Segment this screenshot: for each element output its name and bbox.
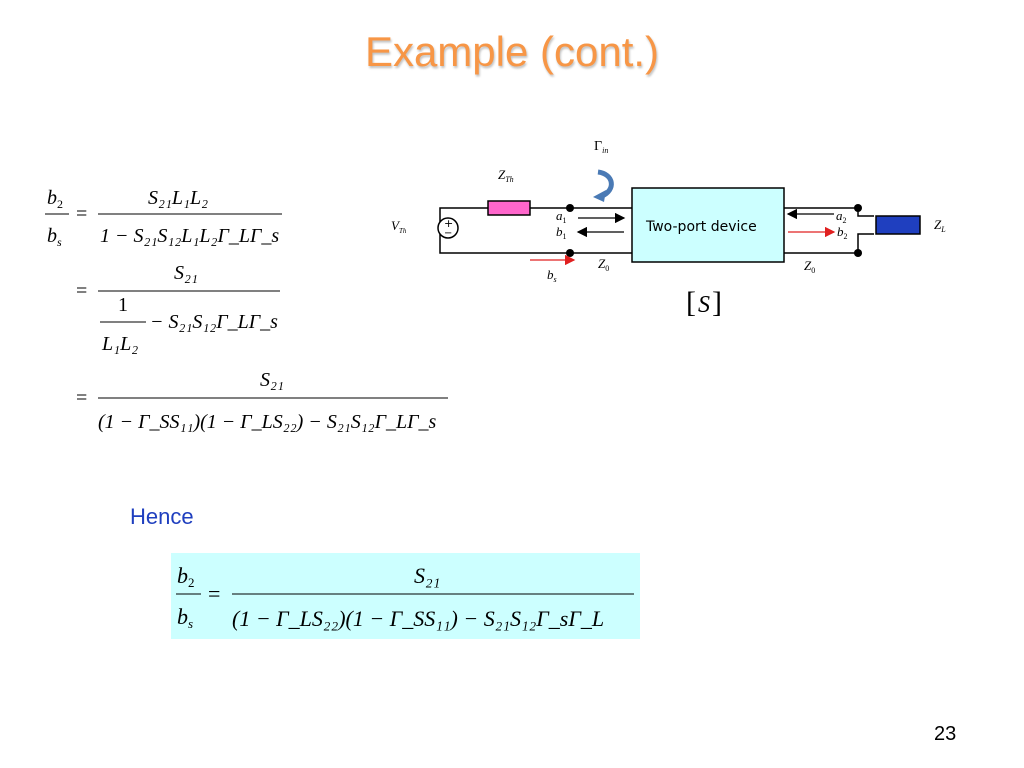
gamma-in-label: Γin	[594, 139, 608, 155]
a1-label: a1	[556, 208, 567, 225]
eq3-numerator: S₂₁	[260, 369, 284, 391]
eq2-denominator-rest: − S₂₁S₁₂Γ_LΓ_s	[150, 311, 278, 333]
eq3-equals: =	[76, 387, 87, 409]
eq1-denominator: 1 − S₂₁S₁₂L₁L₂Γ_LΓ_s	[100, 225, 279, 247]
slide-title: Example (cont.)	[364, 28, 660, 75]
b1-label: b1	[556, 224, 567, 241]
b2-label: b2	[837, 224, 848, 241]
s-matrix-label: [S]	[686, 286, 722, 319]
two-port-device-box	[631, 187, 785, 263]
port1-terminal-top	[566, 204, 574, 212]
hence-label: Hence	[130, 504, 194, 529]
eq2-inner-num: 1	[118, 294, 128, 316]
eq2-numerator: S₂₁	[174, 262, 198, 284]
load-impedance-resistor	[875, 215, 921, 235]
a2-label: a2	[836, 208, 847, 225]
result-lhs-den: bs	[177, 604, 193, 631]
source-impedance-resistor	[487, 200, 531, 216]
two-port-device-label: Two-port device	[645, 219, 757, 235]
voltage-source-icon	[437, 217, 459, 239]
z-l-label: ZL	[934, 217, 946, 234]
z-th-label: ZTh	[498, 167, 514, 184]
bs-label: bs	[547, 267, 557, 284]
eq1-numerator: S₂₁L₁L₂	[148, 187, 208, 209]
z0-right-label: Z0	[804, 258, 815, 275]
result-numerator: S₂₁	[414, 563, 440, 588]
eq1-lhs-num: b2	[47, 187, 63, 211]
eq2-equals: =	[76, 280, 87, 302]
z0-left-label: Z0	[598, 256, 609, 273]
eq3-denominator: (1 − Γ_SS₁₁)(1 − Γ_LS₂₂) − S₂₁S₁₂Γ_LΓ_s	[98, 411, 437, 433]
eq1-lhs-den: bs	[47, 225, 62, 249]
eq2-inner-den: L₁L₂	[101, 333, 138, 355]
result-denominator: (1 − Γ_LS₂₂)(1 − Γ_SS₁₁) − S₂₁S₁₂Γ_sΓ_L	[232, 606, 604, 631]
result-lhs-num: b2	[177, 563, 195, 590]
page-number: 23	[934, 723, 957, 745]
source-minus: −	[444, 228, 452, 239]
source-plus: +	[444, 217, 453, 230]
eq1-equals: =	[76, 203, 87, 225]
result-equals: =	[208, 581, 220, 606]
port2-terminal-bottom	[854, 249, 862, 257]
v-th-label: VTh	[391, 218, 407, 235]
port2-terminal-top	[854, 204, 862, 212]
result-equation-box	[171, 553, 640, 639]
